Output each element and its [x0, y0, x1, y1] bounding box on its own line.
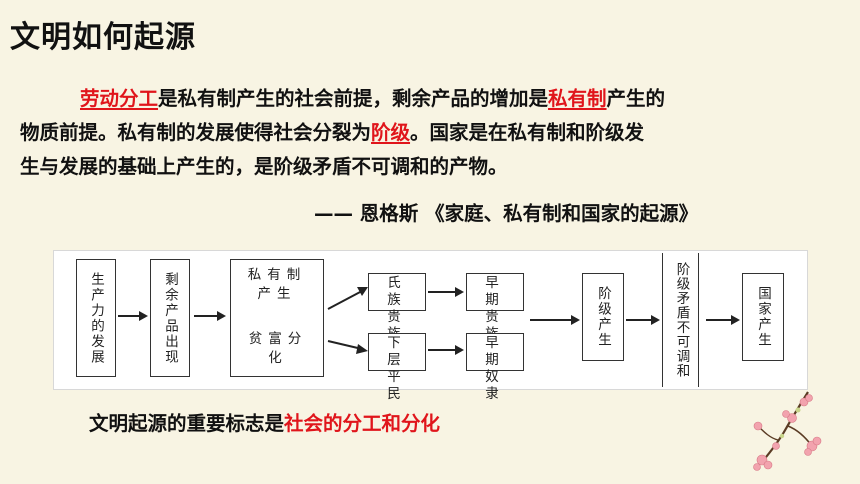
box-private-ownership: 私有制产生 贫富分化 — [230, 259, 324, 377]
quote-line-3: 生与发展的基础上产生的，是阶级矛盾不可调和的产物。 — [20, 155, 508, 178]
conclusion-lead: 文明起源的重要标志是 — [89, 412, 285, 435]
box-surplus-products: 剩余产品出现 — [150, 259, 190, 377]
box-label: 剩余产品出现 — [162, 271, 178, 365]
box-class-emergence: 阶级产生 — [582, 273, 624, 361]
quote-text: 是私有制产生的社会前提，剩余产品的增加是 — [158, 87, 549, 110]
box-label: 下层平民 — [387, 335, 407, 402]
box-early-slaves: 早期奴隶 — [466, 333, 524, 402]
box-productivity: 生产力的发展 — [76, 259, 116, 377]
arrow-icon — [428, 287, 464, 297]
box-label-bottom: 贫富分化 — [248, 331, 308, 366]
arrow-icon — [327, 340, 368, 354]
arrow-icon — [327, 287, 368, 310]
arrow-icon — [194, 311, 226, 321]
box-label: 早期贵族 — [485, 275, 505, 342]
arrow-icon — [706, 315, 740, 325]
box-label: 早期奴隶 — [485, 335, 505, 402]
divider-line — [662, 253, 663, 387]
box-state-emergence: 国家产生 — [742, 273, 784, 361]
box-label: 阶级矛盾不可调和 — [673, 262, 690, 378]
quote-text: 物质前提。私有制的发展使得社会分裂为 — [20, 121, 372, 144]
box-label: 生产力的发展 — [88, 271, 104, 365]
arrow-icon — [626, 315, 660, 325]
box-label: 阶级产生 — [595, 286, 611, 348]
box-commoners: 下层平民 — [368, 333, 426, 402]
quote-text: 产生的 — [606, 87, 666, 110]
quote-line-1: 劳动分工是私有制产生的社会前提，剩余产品的增加是私有制产生的 — [80, 82, 840, 116]
box-early-nobility: 早期贵族 — [466, 273, 524, 342]
box-label-top: 私有制产生 — [247, 267, 307, 302]
conclusion-text: 文明起源的重要标志是社会的分工和分化 — [89, 407, 440, 436]
plum-blossom-decoration — [753, 391, 822, 471]
highlight-class: 阶级 — [371, 121, 411, 144]
arrow-icon — [530, 315, 580, 325]
highlight-private-ownership: 私有制 — [548, 87, 607, 110]
arrow-icon — [118, 311, 148, 321]
quote-text: 。国家是在私有制和阶级发 — [410, 121, 645, 144]
divider-line — [698, 253, 699, 387]
highlight-labor-division: 劳动分工 — [80, 87, 159, 110]
box-clan-nobility: 氏族贵族 — [368, 273, 426, 342]
quote-source: —— 恩格斯 《家庭、私有制和国家的起源》 — [314, 202, 699, 225]
box-class-contradiction: 阶级矛盾不可调和 — [666, 259, 696, 381]
flow-diagram: 生产力的发展 剩余产品出现 私有制产生 贫富分化 氏族贵族 下层平民 早期贵族 … — [53, 250, 808, 402]
quote-line-2: 物质前提。私有制的发展使得社会分裂为阶级。国家是在私有制和阶级发 — [20, 116, 820, 150]
page-title: 文明如何起源 — [10, 20, 196, 55]
conclusion-highlight: 社会的分工和分化 — [284, 412, 441, 435]
box-label: 国家产生 — [755, 286, 771, 348]
arrow-icon — [428, 345, 464, 355]
quote-paragraph: 劳动分工是私有制产生的社会前提，剩余产品的增加是私有制产生的 物质前提。私有制的… — [20, 82, 840, 178]
